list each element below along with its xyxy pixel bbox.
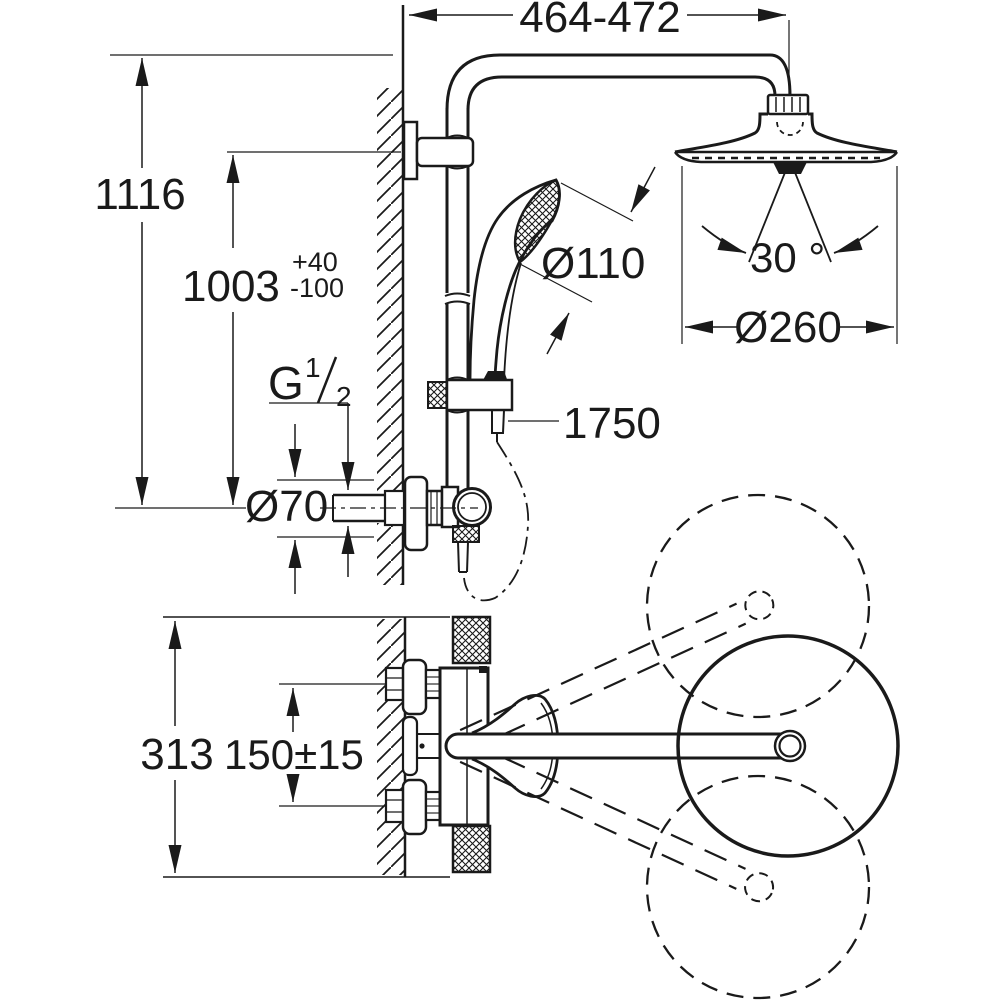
dim-handshower-dia: Ø110 [519,166,656,355]
dim-plan-depth: 313 [140,621,214,873]
dim-total-height: 1116 [94,54,393,509]
head-profile [674,112,898,154]
dim-outlet-tol-upper: +40 [292,247,338,277]
dim-handshower-dia-label: Ø110 [541,239,645,288]
center-spray-outlet [773,162,807,174]
dim-top-width-label: 464-472 [519,0,680,42]
dim-hose-length-label: 1750 [563,399,661,448]
rail-break-line [444,300,471,305]
ball-joint-dashed [776,121,804,136]
escutcheon [403,475,429,552]
hand-shower-holder [427,371,514,442]
union-nuts [424,668,442,822]
dim-escutcheon-dia-label: Ø70 [245,482,328,531]
escutcheon-bottom [401,778,428,836]
elevation-view: 30 ° Ø260 464-472 1116 [94,0,899,602]
cover-plate-sections [451,615,492,874]
hand-shower-spray-face [513,178,561,264]
plan-view: 313 150±15 [140,493,900,1000]
headshower-swivel-down-circle [645,774,871,1000]
dim-outlet-height-label: 1003 [182,262,280,311]
wall-bracket [402,120,475,181]
shower-arm-pipe [445,53,792,111]
shower-rail [443,108,472,494]
thread-slash [316,356,338,404]
dim-outlet-tol-lower: -100 [290,273,344,303]
hose-nut [452,525,480,543]
swivel-arm-position-up [459,590,775,752]
head-shower [673,93,899,174]
dim-thread: G 1 2 [268,352,355,577]
holder-lock-knob [427,381,448,409]
dim-escutcheon-dia: Ø70 [245,424,374,594]
dim-headshower-dia: Ø260 [681,166,898,352]
shower-arm-plan [444,729,807,763]
thread-denominator: 2 [336,381,352,412]
dim-top-width: 464-472 [409,0,790,96]
dim-port-spacing: 150±15 [224,688,364,802]
spray-angle: 30 ° [701,169,879,281]
dim-headshower-dia-label: Ø260 [734,303,842,352]
escutcheon-top [401,658,428,716]
dim-outlet-height: 1003 +40 -100 [182,151,401,505]
dim-total-height-label: 1116 [94,170,185,219]
rail-break-line [444,292,471,297]
dim-spray-angle-label: 30 ° [750,234,825,281]
swivel-arm-position-down [459,740,775,903]
hose-outlet [457,541,469,573]
elbow-body [452,487,492,527]
center-mark [419,743,425,749]
hose-connector [491,409,505,442]
wall-section-plan [377,617,407,877]
dim-plan-depth-label: 313 [140,730,213,779]
hand-shower [468,178,561,382]
head-connection-nut [766,93,810,116]
shower-hose [463,441,530,602]
escutcheon-middle [401,715,419,777]
thread-g-label: G [268,357,304,409]
dim-port-spacing-label: 150±15 [224,731,364,778]
wall-hatch [377,619,405,875]
headshower-swivel-up-circle [645,493,871,719]
thread-numerator: 1 [305,352,321,383]
headshower-plan-circle [676,634,900,858]
wall-union-elbow [403,475,492,573]
dim-hose-length: 1750 [508,399,661,448]
